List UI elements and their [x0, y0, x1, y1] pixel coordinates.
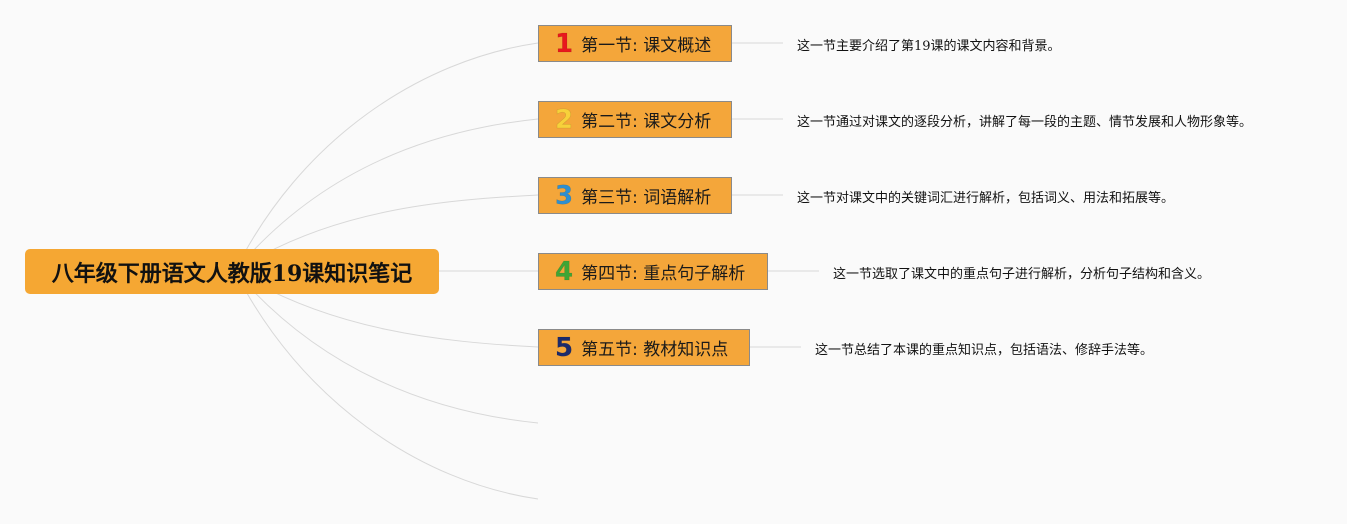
root-node[interactable]: 八年级下册语文人教版19课知识笔记 [25, 249, 439, 294]
branch-node-5[interactable]: 5 第五节: 教材知识点 [538, 329, 750, 366]
number-5-icon: 5 [555, 332, 574, 363]
connector-root-branch-2 [234, 118, 539, 272]
branch-description-5: 这一节总结了本课的重点知识点，包括语法、修辞手法等。 [815, 343, 1154, 358]
number-1-icon: 1 [555, 28, 574, 59]
branch-node-4[interactable]: 4 第四节: 重点句子解析 [538, 253, 768, 290]
branch-description-1: 这一节主要介绍了第19课的课文内容和背景。 [797, 39, 1061, 54]
branch-label: 第一节: 课文概述 [581, 36, 712, 56]
branch-node-1[interactable]: 1 第一节: 课文概述 [538, 25, 732, 62]
number-2-icon: 2 [555, 104, 574, 135]
branch-description-2: 这一节通过对课文的逐段分析，讲解了每一段的主题、情节发展和人物形象等。 [797, 115, 1253, 130]
branch-description-3: 这一节对课文中的关键词汇进行解析，包括词义、用法和拓展等。 [797, 191, 1175, 206]
branch-description-4: 这一节选取了课文中的重点句子进行解析，分析句子结构和含义。 [833, 267, 1211, 282]
branch-node-2[interactable]: 2 第二节: 课文分析 [538, 101, 732, 138]
number-4-icon: 4 [555, 256, 574, 287]
branch-label: 第二节: 课文分析 [581, 112, 712, 132]
branch-label: 第三节: 词语解析 [581, 188, 712, 208]
connector-root-branch-1 [234, 42, 539, 272]
branch-node-3[interactable]: 3 第三节: 词语解析 [538, 177, 732, 214]
branch-label: 第四节: 重点句子解析 [581, 264, 746, 284]
branch-label: 第五节: 教材知识点 [581, 340, 729, 360]
number-3-icon: 3 [555, 180, 574, 211]
connector-root-empty-7 [234, 270, 539, 500]
connector-root-empty-6 [234, 270, 539, 424]
root-title: 八年级下册语文人教版19课知识笔记 [51, 260, 413, 287]
